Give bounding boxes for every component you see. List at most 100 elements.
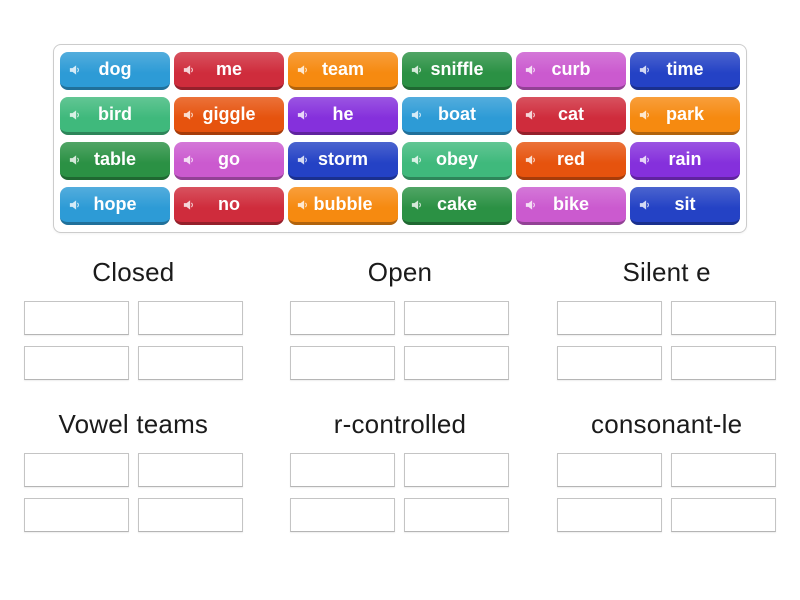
- drop-slot[interactable]: [290, 345, 396, 380]
- drop-slot[interactable]: [137, 345, 243, 380]
- drop-slot[interactable]: [404, 452, 510, 487]
- drop-slot[interactable]: [557, 452, 663, 487]
- word-tile-park[interactable]: park: [630, 97, 740, 135]
- word-tile-hope[interactable]: hope: [60, 187, 170, 225]
- speaker-icon[interactable]: [524, 107, 539, 122]
- word-tile-obey[interactable]: obey: [402, 142, 512, 180]
- word-tile-go[interactable]: go: [174, 142, 284, 180]
- group-slots: [557, 300, 777, 380]
- speaker-icon[interactable]: [410, 197, 425, 212]
- tile-word: table: [93, 149, 136, 169]
- tile-word: no: [218, 194, 240, 214]
- tile-word: team: [321, 59, 365, 79]
- word-tile-giggle[interactable]: giggle: [174, 97, 284, 135]
- word-tile-rain[interactable]: rain: [630, 142, 740, 180]
- speaker-icon[interactable]: [638, 152, 653, 167]
- speaker-icon[interactable]: [296, 152, 311, 167]
- tile-word: bike: [552, 194, 590, 214]
- word-tile-he[interactable]: he: [288, 97, 398, 135]
- group-slots: [290, 300, 510, 380]
- tile-word: cat: [557, 104, 584, 124]
- group-consonant-le: consonant-le: [557, 409, 777, 532]
- drop-slot[interactable]: [557, 345, 663, 380]
- speaker-icon[interactable]: [182, 62, 197, 77]
- drop-slot[interactable]: [404, 497, 510, 532]
- drop-slot[interactable]: [23, 452, 129, 487]
- word-tile-grid: dog me team sniffle curb time bird giggl…: [60, 52, 740, 225]
- word-tile-table[interactable]: table: [60, 142, 170, 180]
- word-tile-boat[interactable]: boat: [402, 97, 512, 135]
- word-tile-dog[interactable]: dog: [60, 52, 170, 90]
- drop-slot[interactable]: [557, 300, 663, 335]
- speaker-icon[interactable]: [638, 197, 653, 212]
- word-tile-bird[interactable]: bird: [60, 97, 170, 135]
- word-tile-bike[interactable]: bike: [516, 187, 626, 225]
- drop-slot[interactable]: [671, 497, 777, 532]
- drop-slot[interactable]: [23, 345, 129, 380]
- word-tile-team[interactable]: team: [288, 52, 398, 90]
- speaker-icon[interactable]: [410, 152, 425, 167]
- drop-slot[interactable]: [137, 300, 243, 335]
- word-tile-curb[interactable]: curb: [516, 52, 626, 90]
- drop-slot[interactable]: [290, 452, 396, 487]
- speaker-icon[interactable]: [182, 197, 197, 212]
- tile-word: time: [666, 59, 704, 79]
- speaker-icon[interactable]: [410, 107, 425, 122]
- tile-word: obey: [435, 149, 478, 169]
- word-tile-storm[interactable]: storm: [288, 142, 398, 180]
- word-tile-sit[interactable]: sit: [630, 187, 740, 225]
- speaker-icon[interactable]: [182, 152, 197, 167]
- group-title: Vowel teams: [58, 408, 209, 439]
- group-vowel-teams: Vowel teams: [23, 408, 243, 532]
- drop-slot[interactable]: [290, 300, 396, 335]
- word-tile-red[interactable]: red: [516, 142, 626, 180]
- speaker-icon[interactable]: [296, 107, 311, 122]
- speaker-icon[interactable]: [524, 152, 539, 167]
- speaker-icon[interactable]: [638, 62, 653, 77]
- drop-slot[interactable]: [137, 452, 243, 487]
- speaker-icon[interactable]: [296, 62, 311, 77]
- drop-slot[interactable]: [557, 497, 663, 532]
- word-tile-bubble[interactable]: bubble: [288, 187, 398, 225]
- group-open: Open: [290, 257, 510, 380]
- group-title: Closed: [92, 257, 175, 287]
- speaker-icon[interactable]: [68, 62, 83, 77]
- speaker-icon[interactable]: [68, 107, 83, 122]
- drop-slot[interactable]: [137, 497, 243, 532]
- category-groups: Closed Open Silent e: [0, 257, 800, 532]
- word-tile-me[interactable]: me: [174, 52, 284, 90]
- speaker-icon[interactable]: [68, 152, 83, 167]
- word-tile-cake[interactable]: cake: [402, 187, 512, 225]
- group-slots: [290, 452, 510, 532]
- speaker-icon[interactable]: [182, 107, 197, 122]
- drop-slot[interactable]: [671, 345, 777, 380]
- tile-word: sit: [674, 194, 696, 214]
- group-title: Silent e: [622, 257, 711, 287]
- tile-word: me: [215, 59, 242, 79]
- word-tile-cat[interactable]: cat: [516, 97, 626, 135]
- speaker-icon[interactable]: [638, 107, 653, 122]
- speaker-icon[interactable]: [524, 62, 539, 77]
- drop-slot[interactable]: [23, 300, 129, 335]
- drop-slot[interactable]: [23, 497, 129, 532]
- drop-slot[interactable]: [671, 300, 777, 335]
- group-slots: [557, 452, 777, 532]
- word-tile-sniffle[interactable]: sniffle: [402, 52, 512, 90]
- group-r-controlled: r-controlled: [290, 408, 510, 532]
- drop-slot[interactable]: [671, 452, 777, 487]
- word-tile-time[interactable]: time: [630, 52, 740, 90]
- word-tile-no[interactable]: no: [174, 187, 284, 225]
- group-closed: Closed: [23, 257, 243, 380]
- drop-slot[interactable]: [404, 345, 510, 380]
- speaker-icon[interactable]: [524, 197, 539, 212]
- drop-slot[interactable]: [404, 300, 510, 335]
- tile-word: sniffle: [430, 59, 484, 79]
- speaker-icon[interactable]: [68, 197, 83, 212]
- speaker-icon[interactable]: [296, 197, 311, 212]
- tile-word: storm: [317, 149, 368, 169]
- drop-slot[interactable]: [290, 497, 396, 532]
- speaker-icon[interactable]: [410, 62, 425, 77]
- group-title: r-controlled: [333, 408, 467, 439]
- tile-word: curb: [551, 59, 591, 79]
